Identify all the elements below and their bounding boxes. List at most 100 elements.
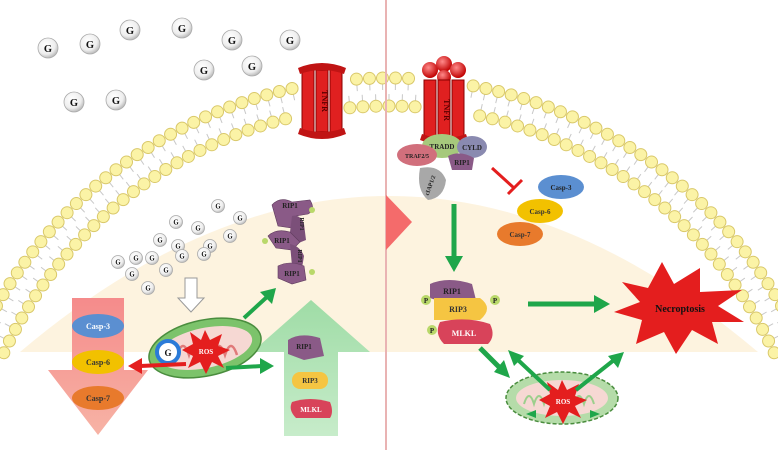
glucose-molecule: G	[105, 89, 127, 111]
phospholipid-head	[187, 115, 201, 129]
phospholipid-head	[211, 105, 225, 119]
svg-text:RIP3: RIP3	[302, 377, 318, 385]
phospholipid-head	[722, 225, 736, 239]
tnfr-complex: TRADD CYLD TRAF2/5 RIP1 cIAP1/2	[397, 134, 487, 200]
necroptosis-burst: Necroptosis	[614, 262, 744, 354]
mito-to-necroptosis-arrow	[225, 358, 274, 374]
phospholipid-head	[60, 206, 74, 220]
phospholipid-head	[34, 235, 48, 249]
phospholipid-head	[170, 156, 184, 170]
glucose-molecule: G	[233, 211, 247, 225]
svg-text:RIP3: RIP3	[449, 305, 467, 314]
glucose-molecule: G	[129, 251, 143, 265]
tnfr-receptor-left: TNFR	[298, 63, 346, 139]
rip1-left-box: RIP1	[288, 335, 324, 360]
phospholipid-head	[658, 201, 672, 215]
phospholipid-head	[235, 96, 249, 110]
phospholipid-head	[106, 201, 120, 215]
phospholipid-head	[8, 322, 22, 336]
svg-text:RIP1: RIP1	[296, 343, 312, 351]
glucose-molecule: G	[221, 29, 243, 51]
svg-text:G: G	[164, 348, 171, 358]
rip1-label-mid: RIP1	[274, 237, 290, 245]
svg-text:RIP1: RIP1	[454, 159, 470, 167]
phospholipid-head	[746, 255, 760, 269]
phospholipid-head	[735, 289, 749, 303]
phospholipid-head	[349, 72, 363, 86]
svg-text:G: G	[227, 234, 233, 241]
phospholipid-head	[78, 228, 92, 242]
glucose-molecule: G	[145, 251, 159, 265]
phospholipid-head	[466, 79, 480, 93]
phospholipid-head	[594, 156, 608, 170]
phospholipid-head	[612, 134, 626, 148]
phospholipid-head	[159, 163, 173, 177]
phospholipid-head	[389, 71, 403, 85]
phospholipid-head	[362, 71, 376, 85]
phospholipid-head	[695, 197, 709, 211]
svg-text:TRAF2/5: TRAF2/5	[405, 154, 429, 160]
phospholipid-head	[728, 278, 742, 292]
phospholipid-head	[18, 255, 32, 269]
glucose-in-mitochondrion: G	[155, 339, 181, 365]
inhibition-line	[490, 166, 524, 196]
phospholipid-head	[675, 179, 689, 193]
phospholipid-head	[677, 219, 691, 233]
phospholipid-head	[712, 257, 726, 271]
rip1-rip1-chain: RIP1 RIP1 RIP1 RIP1 RIP1	[262, 199, 315, 285]
phospholipid-head	[60, 247, 74, 261]
ros-burst-left: ROS	[182, 330, 230, 374]
ros-feedback-arrow-right	[574, 352, 624, 392]
svg-text:G: G	[200, 66, 208, 77]
glucose-molecule: G	[171, 17, 193, 39]
phospholipid-head	[541, 100, 555, 114]
phospholipid-head	[15, 311, 29, 325]
glucose-uptake-arrow	[176, 277, 206, 313]
necroptosis-label: Necroptosis	[655, 304, 705, 315]
phospholipid-head	[343, 101, 357, 115]
phospholipid-head	[685, 188, 699, 202]
necroptosis-upregulation-arrow	[252, 300, 370, 436]
glucose-molecule: G	[159, 263, 173, 277]
phospholipid-head	[402, 71, 416, 85]
phospholipid-head	[395, 99, 409, 113]
phospholipid-head	[605, 163, 619, 177]
phospholipid-head	[559, 138, 573, 152]
phospholipid-head	[638, 185, 652, 199]
svg-text:P: P	[424, 297, 429, 305]
ros-side-arrows	[526, 410, 600, 418]
casp-3-right: Casp-3	[538, 175, 584, 199]
phospholipid-head	[99, 171, 113, 185]
svg-text:G: G	[163, 268, 169, 275]
phospholipid-head	[730, 235, 744, 249]
cytoplasm	[0, 196, 778, 450]
ros-feedback-arrow-left	[508, 350, 552, 392]
svg-text:G: G	[237, 216, 243, 223]
ciap	[419, 167, 446, 200]
cyld	[457, 136, 487, 158]
phospholipid-head	[89, 179, 103, 193]
rip1-label-vertical-1: RIP1	[298, 217, 304, 230]
casp-6-left: Casp-6	[72, 350, 124, 374]
phospholipid-head	[199, 110, 213, 124]
phospholipid-head	[720, 267, 734, 281]
phospholipid-head	[229, 128, 243, 142]
phospholipid-head	[382, 99, 396, 113]
rip3-right: RIP3	[434, 298, 487, 320]
phospholipid-head	[164, 127, 178, 141]
phospholipid-head	[44, 267, 58, 281]
phospholipid-head	[22, 300, 36, 314]
phospholipid-head	[0, 346, 11, 360]
phospholipid-head	[0, 300, 3, 312]
phospholipid-head	[193, 143, 207, 157]
svg-text:G: G	[129, 272, 135, 279]
phospholipid-head	[686, 228, 700, 242]
glucose-molecule: G	[175, 249, 189, 263]
svg-text:G: G	[44, 44, 52, 55]
svg-text:G: G	[286, 36, 294, 47]
phospholipid-head	[3, 277, 17, 291]
svg-text:CYLD: CYLD	[462, 144, 482, 152]
phospholipid-head	[181, 149, 195, 163]
phospholipid-head	[583, 149, 597, 163]
svg-text:G: G	[173, 220, 179, 227]
